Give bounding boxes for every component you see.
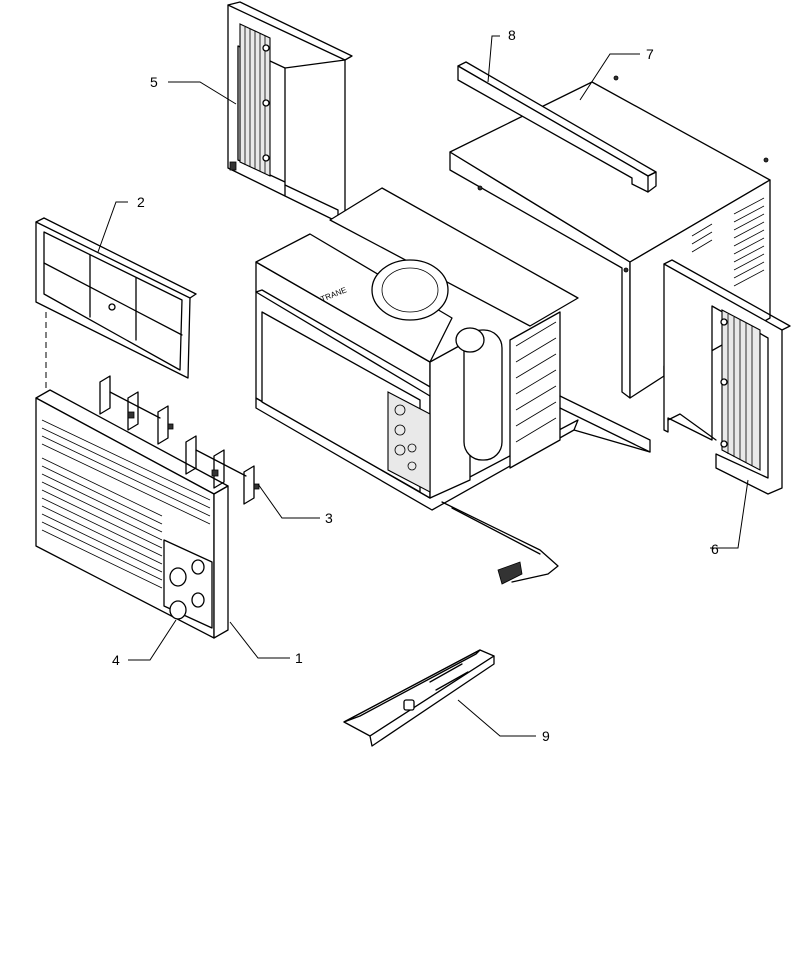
callout-3: 3: [325, 510, 333, 526]
part-9-drain-tray: [343, 649, 495, 747]
callout-5: 5: [150, 74, 158, 90]
callout-6: 6: [711, 541, 719, 557]
callout-2: 2: [137, 194, 145, 210]
part-5-left-side-panel: [227, 1, 353, 223]
chassis-assembly: TRANE: [255, 187, 651, 585]
callout-1: 1: [295, 650, 303, 666]
part-1-front-grille: [35, 389, 229, 639]
leader-lines: [97, 35, 749, 737]
part-3-mounting-brackets: [99, 375, 260, 505]
callout-8: 8: [508, 27, 516, 43]
part-6-right-side-panel: [663, 259, 791, 495]
callout-7: 7: [646, 46, 654, 62]
callout-9: 9: [542, 728, 550, 744]
callout-4: 4: [112, 652, 120, 668]
part-8-top-rail: [457, 61, 657, 193]
part-2-air-filter: [35, 217, 197, 379]
callout-labels: 5 2 3 4 1 6 7 8 9: [112, 27, 719, 744]
